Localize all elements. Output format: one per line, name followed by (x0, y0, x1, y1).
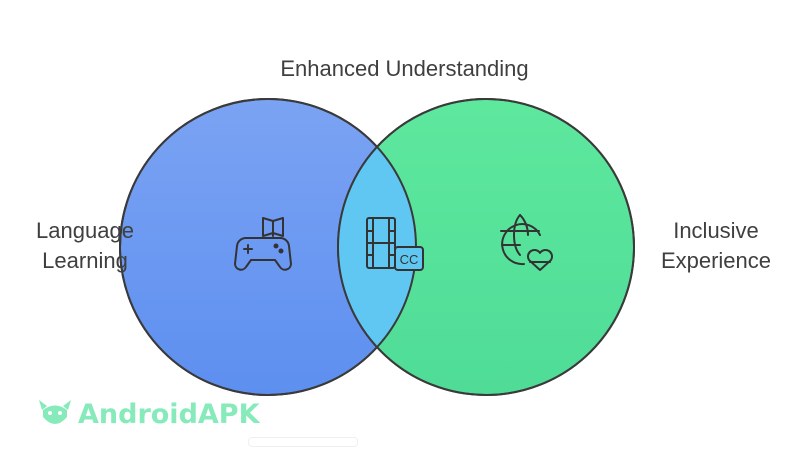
language-learning-label-line-1: Language (36, 218, 134, 243)
android-robot-icon (39, 400, 71, 424)
inclusive-experience-label: Inclusive Experience (646, 216, 786, 276)
androidapk-watermark: AndroidAPK (36, 394, 260, 434)
enhanced-understanding-label: Enhanced Understanding (280, 56, 529, 81)
gamepad-book-icon (234, 217, 292, 271)
language-learning-label-line-2: Learning (42, 248, 128, 273)
inclusive-experience-label-line-2: Experience (660, 248, 772, 273)
watermark-text: AndroidAPK (78, 398, 260, 430)
inclusive-experience-label-line-1: Inclusive (673, 218, 759, 243)
language-learning-label: Language Learning (20, 216, 150, 276)
faint-bar-decoration (248, 437, 358, 447)
cc-badge-text: CC (400, 252, 419, 267)
film-cc-icon (366, 217, 424, 271)
globe-heart-icon (500, 214, 554, 271)
